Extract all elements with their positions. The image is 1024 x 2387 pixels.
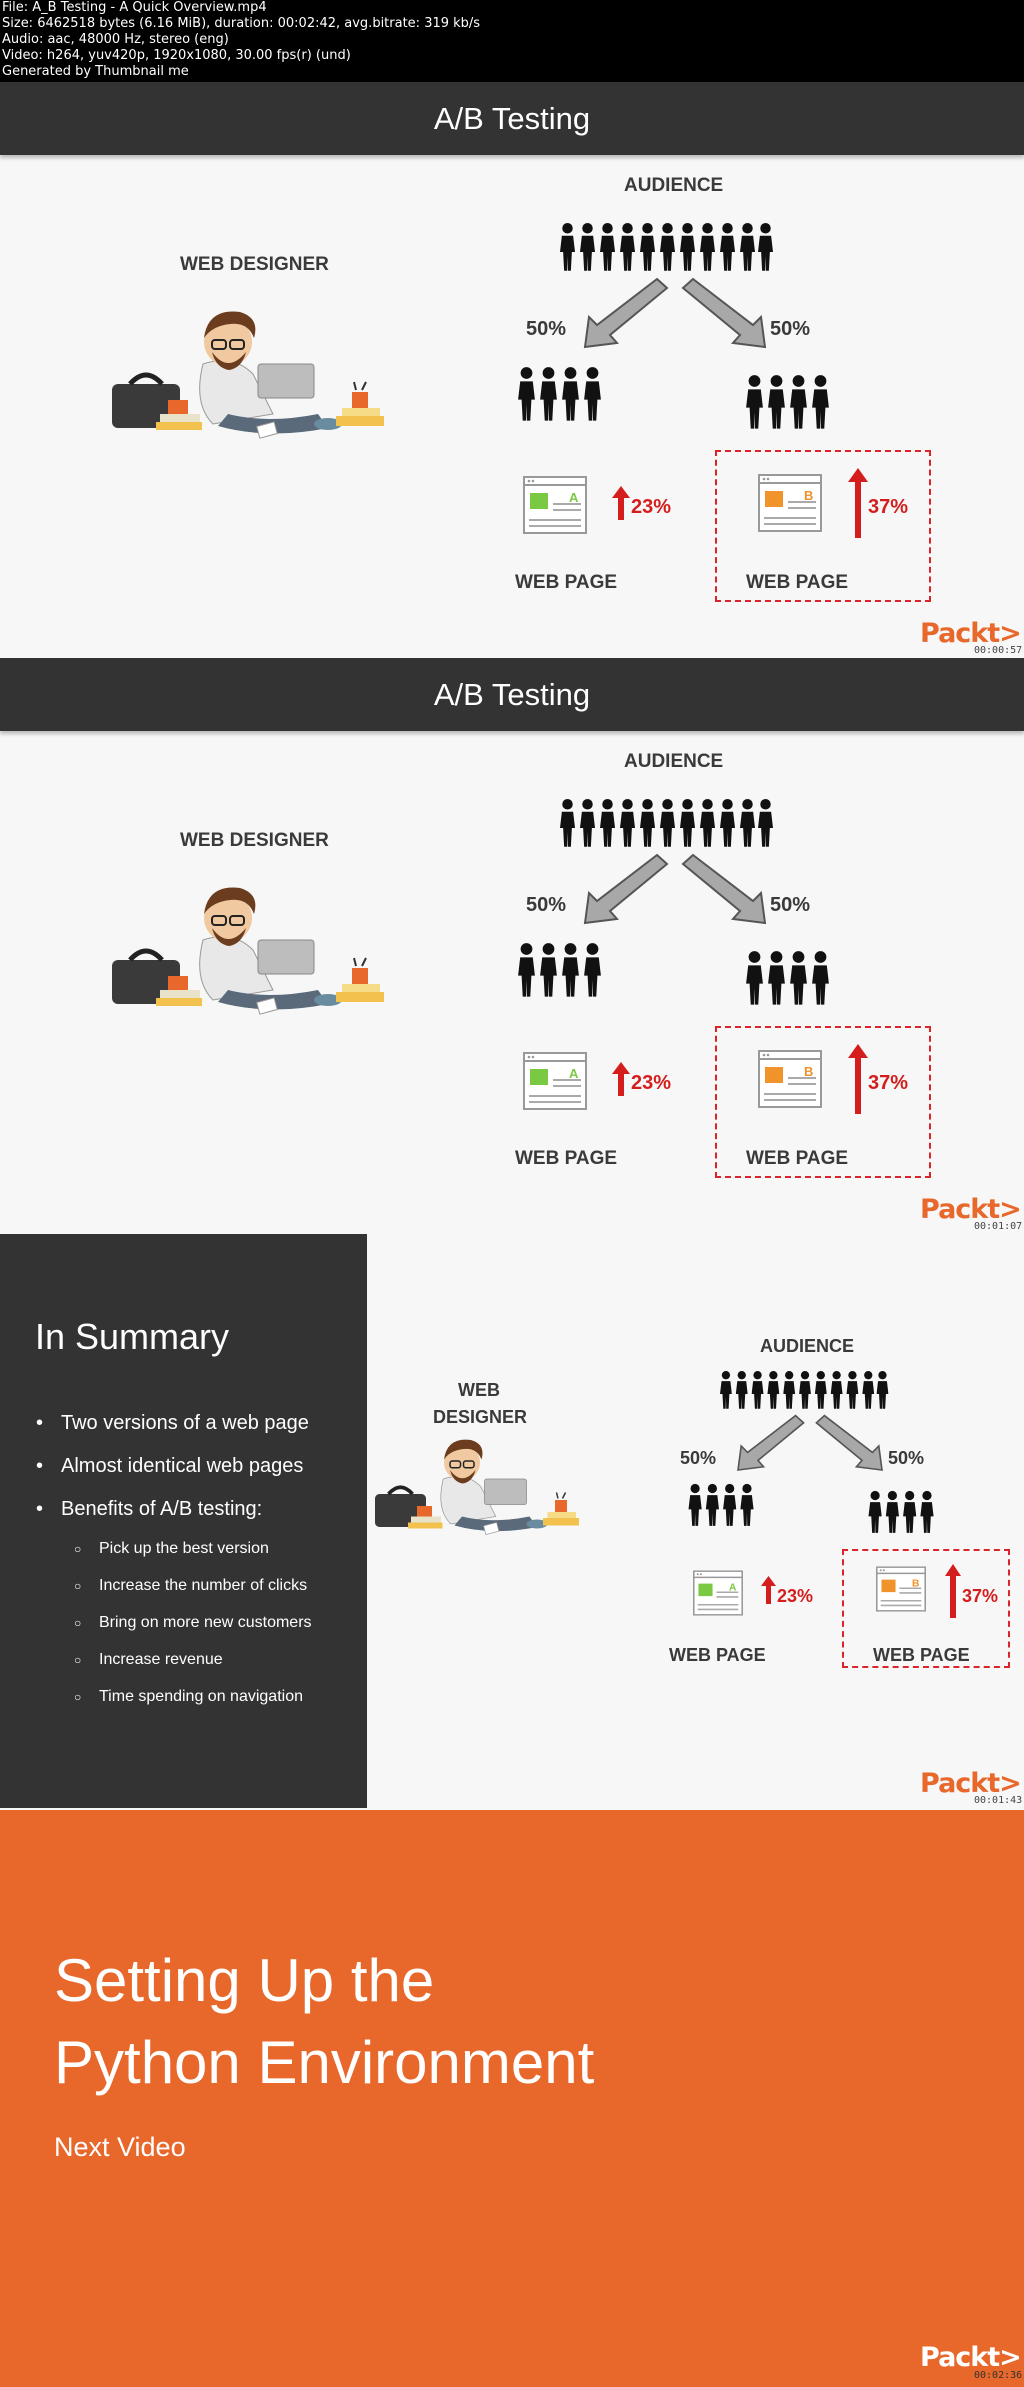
summary-heading: In Summary	[35, 1316, 229, 1358]
right-split-percent: 50%	[770, 894, 810, 917]
split-arrows	[575, 853, 775, 928]
svg-text:B: B	[912, 1579, 919, 1590]
group-b	[746, 950, 834, 1006]
web-designer-label: DESIGNER	[433, 1407, 527, 1428]
group-a	[518, 366, 606, 422]
slide-ab-testing-1: A/B Testing WEB DESIGNER AUDIENCE 50% 50…	[0, 82, 1024, 658]
slide-title-bar: A/B Testing	[0, 658, 1024, 731]
web-designer-illustration	[372, 1434, 582, 1539]
summary-panel: In Summary Two versions of a web page Al…	[0, 1234, 367, 1808]
webpage-b-icon: B	[758, 474, 822, 532]
slide-title-bar: A/B Testing	[0, 82, 1024, 155]
video-timestamp: 00:00:57	[974, 645, 1022, 656]
audience-label: AUDIENCE	[624, 751, 723, 773]
next-video-subtitle: Next Video	[54, 2132, 186, 2163]
slide-title: A/B Testing	[434, 677, 590, 713]
summary-subbullet: Increase revenue	[74, 1651, 223, 1669]
audience-label: AUDIENCE	[624, 175, 723, 197]
up-arrow-a	[612, 1062, 630, 1096]
audience-crowd	[560, 793, 775, 853]
webpage-b-label: WEB PAGE	[746, 1148, 848, 1170]
conversion-a-percent: 23%	[631, 496, 671, 519]
svg-text:B: B	[804, 1064, 813, 1079]
group-a	[688, 1483, 758, 1527]
webpage-b-icon: B	[758, 1050, 822, 1108]
webpage-a-label: WEB PAGE	[669, 1645, 766, 1666]
group-a	[518, 942, 606, 998]
video-timestamp: 00:01:07	[974, 1221, 1022, 1232]
webpage-a-icon: A	[523, 1052, 587, 1110]
file-info-line: Size: 6462518 bytes (6.16 MiB), duration…	[0, 16, 1024, 32]
up-arrow-a	[612, 486, 630, 520]
video-timestamp: 00:02:36	[974, 2370, 1022, 2381]
audience-crowd	[560, 217, 775, 277]
svg-text:A: A	[729, 1583, 737, 1594]
up-arrow-a	[761, 1576, 776, 1604]
packt-logo: Packt>	[920, 2342, 1021, 2373]
video-timestamp: 00:01:43	[974, 1795, 1022, 1806]
conversion-b-percent: 37%	[868, 496, 908, 519]
split-arrows	[575, 277, 775, 352]
web-designer-label: WEB	[458, 1380, 500, 1401]
left-split-percent: 50%	[680, 1448, 716, 1469]
web-designer-illustration	[108, 880, 388, 1020]
slide-next-video: Setting Up the Python Environment Next V…	[0, 1810, 1024, 2387]
webpage-b-icon: B	[876, 1566, 926, 1612]
summary-subbullet: Increase the number of clicks	[74, 1577, 307, 1595]
web-designer-label: WEB DESIGNER	[180, 830, 329, 852]
svg-text:A: A	[569, 490, 579, 505]
file-info-header: File: A_B Testing - A Quick Overview.mp4…	[0, 0, 1024, 82]
summary-bullet: Two versions of a web page	[36, 1412, 309, 1435]
slide-summary: In Summary Two versions of a web page Al…	[0, 1234, 1024, 1810]
audience-label: AUDIENCE	[760, 1336, 854, 1357]
summary-bullet: Almost identical web pages	[36, 1455, 303, 1478]
file-info-line: Video: h264, yuv420p, 1920x1080, 30.00 f…	[0, 48, 1024, 64]
webpage-a-label: WEB PAGE	[515, 1148, 617, 1170]
up-arrow-b	[848, 1044, 868, 1114]
conversion-b-percent: 37%	[962, 1586, 998, 1607]
conversion-b-percent: 37%	[868, 1072, 908, 1095]
file-info-line: File: A_B Testing - A Quick Overview.mp4	[0, 0, 1024, 16]
audience-crowd	[720, 1366, 890, 1414]
svg-text:B: B	[804, 488, 813, 503]
file-info-line: Audio: aac, 48000 Hz, stereo (eng)	[0, 32, 1024, 48]
summary-bullet: Benefits of A/B testing:	[36, 1498, 262, 1521]
web-designer-label: WEB DESIGNER	[180, 254, 329, 276]
group-b	[868, 1490, 938, 1534]
up-arrow-b	[945, 1564, 961, 1618]
webpage-a-icon: A	[523, 476, 587, 534]
split-arrows	[730, 1414, 890, 1474]
slide-title: A/B Testing	[434, 101, 590, 137]
up-arrow-b	[848, 468, 868, 538]
web-designer-illustration	[108, 304, 388, 444]
summary-subbullet: Time spending on navigation	[74, 1688, 303, 1706]
conversion-a-percent: 23%	[631, 1072, 671, 1095]
next-video-title-line2: Python Environment	[54, 2028, 594, 2097]
slide-ab-testing-2: A/B Testing WEB DESIGNER AUDIENCE 50% 50…	[0, 658, 1024, 1234]
group-b	[746, 374, 834, 430]
summary-subbullet: Pick up the best version	[74, 1540, 269, 1558]
left-split-percent: 50%	[526, 318, 566, 341]
next-video-title-line1: Setting Up the	[54, 1946, 434, 2015]
summary-subbullet: Bring on more new customers	[74, 1614, 312, 1632]
right-split-percent: 50%	[770, 318, 810, 341]
webpage-a-label: WEB PAGE	[515, 572, 617, 594]
left-split-percent: 50%	[526, 894, 566, 917]
conversion-a-percent: 23%	[777, 1586, 813, 1607]
file-info-line: Generated by Thumbnail me	[0, 64, 1024, 80]
svg-text:A: A	[569, 1066, 579, 1081]
webpage-b-label: WEB PAGE	[746, 572, 848, 594]
webpage-a-icon: A	[693, 1570, 743, 1616]
webpage-b-label: WEB PAGE	[873, 1645, 970, 1666]
right-split-percent: 50%	[888, 1448, 924, 1469]
